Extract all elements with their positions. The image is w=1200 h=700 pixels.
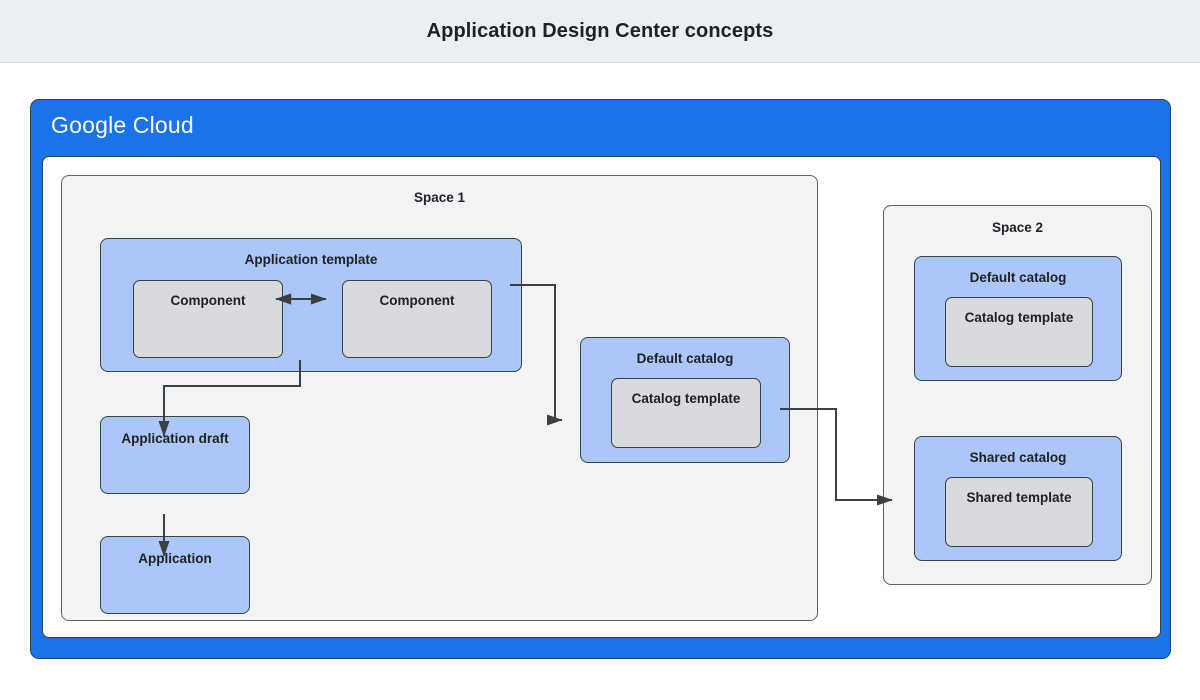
space-2-default-catalog-label: Default catalog <box>969 270 1067 285</box>
page-title: Application Design Center concepts <box>426 19 774 42</box>
application-template-label: Application template <box>244 252 378 267</box>
cloud-inner-panel: Space 1 Application template Component C… <box>42 156 1161 638</box>
space-1-default-catalog-label: Default catalog <box>636 351 734 366</box>
google-wordmark: Google <box>51 112 127 138</box>
page-header: Application Design Center concepts <box>0 0 1200 63</box>
space-1-catalog-template-box[interactable]: Catalog template <box>611 378 761 448</box>
diagram-canvas: Google Cloud Space 1 Application templat… <box>0 64 1200 700</box>
space-2-label: Space 2 <box>991 220 1044 235</box>
space-2-catalog-template-label: Catalog template <box>964 310 1074 325</box>
component-right-box[interactable]: Component <box>342 280 492 358</box>
space-1-default-catalog-box[interactable]: Default catalog Catalog template <box>580 337 790 463</box>
space-1-label: Space 1 <box>413 190 466 205</box>
space-1-catalog-template-label: Catalog template <box>631 391 741 406</box>
google-cloud-logo: Google Cloud <box>51 114 194 137</box>
component-right-label: Component <box>379 293 455 308</box>
application-label: Application <box>138 551 212 566</box>
component-left-box[interactable]: Component <box>133 280 283 358</box>
space-2-catalog-template-box[interactable]: Catalog template <box>945 297 1093 367</box>
component-left-label: Component <box>170 293 246 308</box>
space-2-shared-catalog-label: Shared catalog <box>969 450 1067 465</box>
space-2-container[interactable]: Space 2 Default catalog Catalog template… <box>883 205 1152 585</box>
space-2-shared-template-box[interactable]: Shared template <box>945 477 1093 547</box>
application-template-box[interactable]: Application template Component Component <box>100 238 522 372</box>
application-draft-label: Application draft <box>121 431 229 446</box>
google-cloud-boundary: Google Cloud Space 1 Application templat… <box>30 99 1171 659</box>
space-2-default-catalog-box[interactable]: Default catalog Catalog template <box>914 256 1122 381</box>
space-2-shared-template-label: Shared template <box>966 490 1072 505</box>
cloud-wordmark: Cloud <box>132 112 194 138</box>
application-draft-box[interactable]: Application draft <box>100 416 250 494</box>
application-box[interactable]: Application <box>100 536 250 614</box>
space-2-shared-catalog-box[interactable]: Shared catalog Shared template <box>914 436 1122 561</box>
space-1-container[interactable]: Space 1 Application template Component C… <box>61 175 818 621</box>
